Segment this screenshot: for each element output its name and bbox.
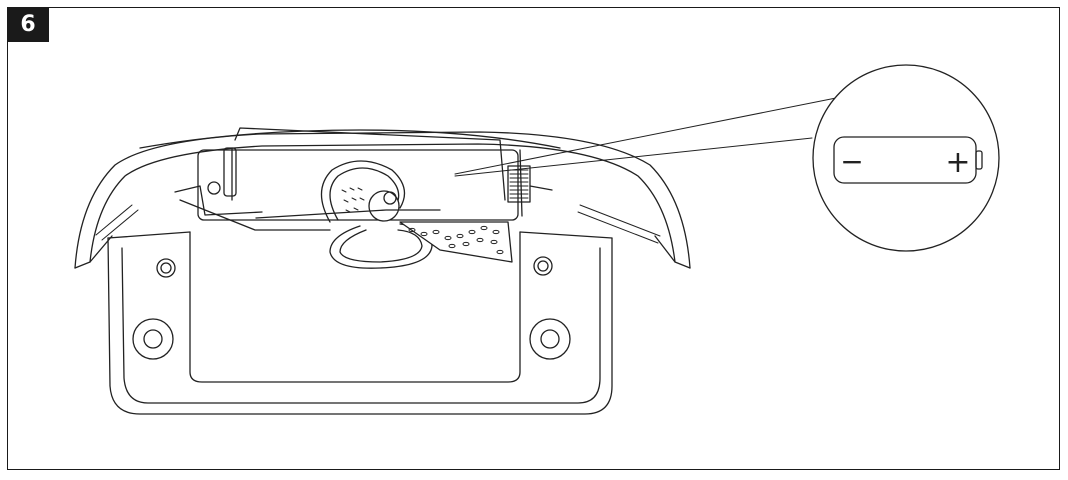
cable-connector (255, 160, 441, 269)
perforated-plate (399, 221, 513, 263)
battery-detail-callout: − + (812, 64, 1000, 252)
device-base (107, 231, 613, 415)
battery-minus-symbol: − (840, 145, 863, 178)
open-cover (74, 129, 691, 269)
step-number-badge: 6 (7, 7, 49, 42)
battery-plus-symbol: + (945, 145, 970, 180)
spring-contact (507, 149, 553, 217)
figure-frame (7, 7, 1060, 470)
screw-bosses (132, 256, 571, 360)
callout-leader (454, 97, 837, 177)
battery-compartment (174, 127, 519, 231)
